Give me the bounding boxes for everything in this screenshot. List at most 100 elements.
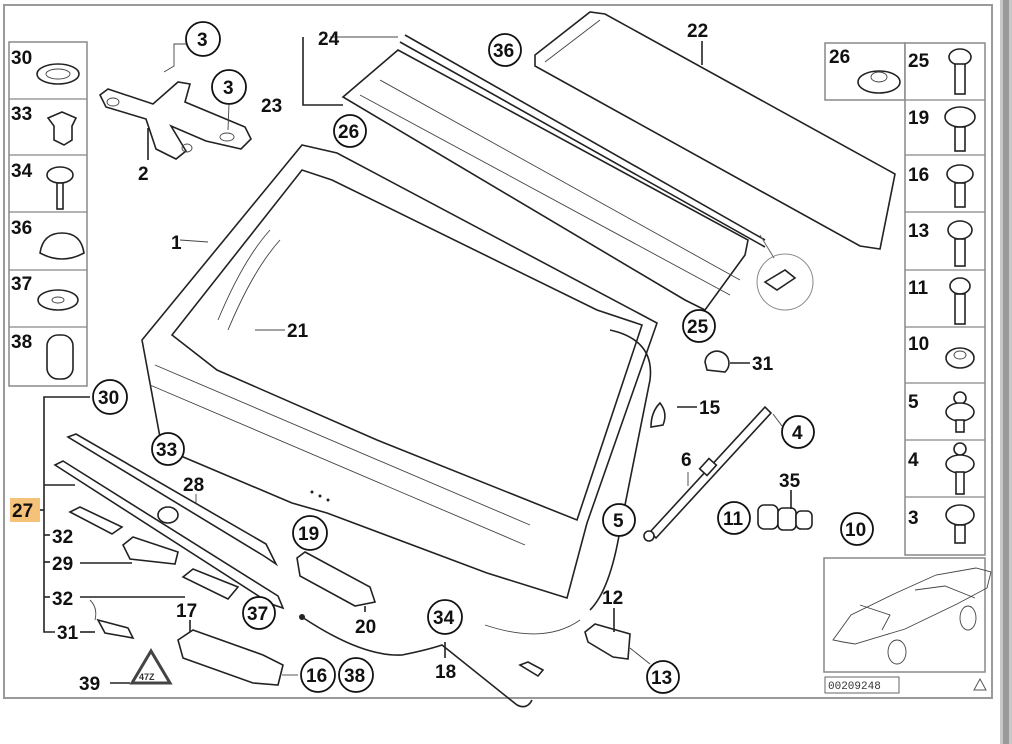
bolt-icon [948, 48, 972, 95]
plug-icon [46, 334, 74, 380]
right-panel-label-5: 5 [908, 392, 919, 413]
trim-strip-icon [66, 433, 279, 567]
handle-29-icon [121, 536, 179, 565]
cap-icon [39, 232, 85, 260]
callout-35: 35 [779, 471, 801, 492]
callout-14: 15 [699, 398, 721, 419]
diagram-frame [3, 4, 993, 699]
callout-38: 38 [344, 666, 365, 687]
left-fastener-panel: 30 33 34 36 37 38 [8, 41, 88, 387]
callout-19: 19 [298, 524, 319, 545]
callout-11: 11 [723, 509, 744, 530]
callout-2: 2 [138, 164, 149, 185]
grommet-icon [36, 63, 80, 85]
callout-32-lower: 32 [52, 589, 73, 610]
right-panel-label-11: 11 [908, 278, 929, 299]
callout-33: 33 [156, 440, 177, 461]
callout-16: 16 [306, 666, 327, 687]
stop-14-icon [650, 401, 666, 428]
right-panel-label-19: 19 [908, 108, 929, 129]
right-panel-label-16: 16 [908, 165, 929, 186]
handle-bar-icon [53, 460, 285, 610]
callout-23: 23 [261, 96, 282, 117]
ball-stud-icon [945, 442, 975, 495]
callout-25: 25 [687, 317, 709, 338]
latch-assembly: 17 37 47Z 39 16 38 [79, 596, 374, 695]
triangle-badge-text: 47Z [139, 672, 155, 682]
tailgate: 1 21 [141, 144, 658, 635]
clip-icon [46, 111, 78, 146]
left-panel-label-37: 37 [11, 274, 32, 295]
callout-15: 17 [176, 601, 197, 622]
bracket-18-icon [296, 551, 377, 607]
right-panel-label-10: 10 [908, 334, 929, 355]
callout-20: 31 [752, 354, 774, 375]
callout-29: 29 [52, 554, 73, 575]
light-32b-icon [181, 568, 240, 600]
callout-1: 1 [171, 233, 182, 254]
callout-26: 26 [338, 122, 359, 143]
right-panel-label-26: 26 [829, 47, 850, 68]
callout-17: 18 [435, 662, 456, 683]
callout-27: 27 [12, 501, 33, 522]
latch-15-icon [177, 629, 284, 686]
car-outline-icon [832, 567, 992, 645]
diagram-code: 00209248 [828, 681, 881, 693]
right-panel-label-13: 13 [908, 221, 929, 242]
vehicle-overview: 00209248 [823, 557, 992, 694]
cable-17 [301, 616, 533, 708]
left-panel-label-38: 38 [11, 332, 32, 353]
callout-24: 24 [318, 29, 340, 50]
screw-washer-icon [46, 166, 74, 184]
callout-39: 39 [79, 674, 100, 695]
callout-28: 28 [183, 475, 204, 496]
right-panel-label-4: 4 [908, 450, 919, 471]
diagram-code-box [824, 676, 900, 694]
callout-21: 21 [287, 321, 309, 342]
warning-triangle-badge-icon [129, 648, 173, 685]
left-panel-label-36: 36 [11, 218, 32, 239]
left-panel-label-34: 34 [11, 161, 33, 182]
callout-3-lower: 3 [223, 78, 234, 99]
hinge: 2 3 3 [98, 21, 252, 185]
lock-cylinder-icon [757, 504, 779, 530]
left-panel-label-33: 33 [11, 104, 32, 125]
callout-10: 10 [845, 520, 866, 541]
right-panel-label-3: 3 [908, 508, 919, 529]
bolt-icon [945, 504, 975, 544]
handle-assembly-group: 27 30 33 28 32 29 32 31 [10, 379, 285, 644]
nut-icon [945, 347, 975, 369]
spoiler: 22 [534, 11, 896, 250]
lower-center-parts: 19 20 34 18 [292, 515, 545, 708]
light-32-icon [68, 506, 124, 535]
bolt-icon [949, 277, 971, 325]
left-panel-label-30: 30 [11, 48, 32, 69]
scrollbar-thumb[interactable] [1003, 0, 1009, 744]
right-middle-parts: 25 31 15 6 4 5 11 35 10 12 13 [584, 309, 874, 694]
right-panel-label-25: 25 [908, 51, 930, 72]
callout-31: 31 [57, 623, 79, 644]
inner-trim-panel: 36 24 23 26 [261, 29, 814, 312]
ball-stud-icon [945, 391, 975, 433]
callout-30: 30 [98, 388, 119, 409]
vehicle-overview-box [823, 557, 986, 673]
callout-4: 4 [792, 423, 803, 444]
callout-34: 34 [433, 608, 455, 629]
cap-20-icon [704, 350, 730, 373]
callout-22: 22 [687, 21, 708, 42]
screw-icon [946, 164, 974, 208]
callout-18: 20 [355, 617, 376, 638]
callout-5: 5 [613, 511, 624, 532]
callout-36: 36 [493, 41, 514, 62]
callout-3-upper: 3 [197, 30, 208, 51]
triangle-warning-icon [973, 677, 987, 691]
callout-6: 6 [681, 450, 692, 471]
switch-31-icon [96, 618, 135, 640]
callout-32-upper: 32 [52, 527, 73, 548]
right-fastener-panel: 26 25 19 16 13 11 10 5 4 3 [824, 42, 986, 556]
bolt-icon [947, 220, 973, 267]
callout-13: 13 [651, 668, 672, 689]
highlight-27 [10, 498, 40, 522]
bracket-12-icon [584, 623, 631, 660]
